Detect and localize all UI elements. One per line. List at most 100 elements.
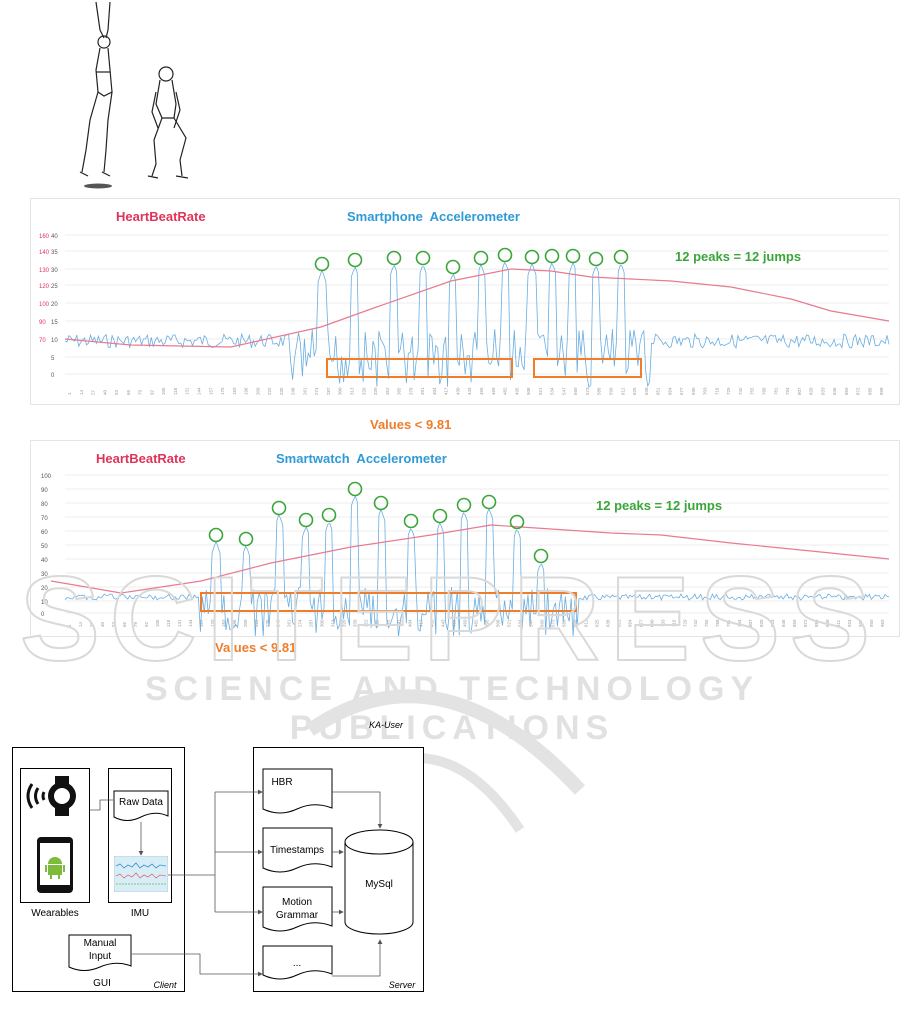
x-tick-label: 183	[232, 387, 237, 395]
x-tick-label: 222	[254, 619, 259, 627]
x-tick-label: 1	[67, 624, 72, 627]
x-tick-label: 66	[122, 621, 127, 627]
axis-tick-label: 90	[41, 488, 48, 494]
heartbeatrate-series	[64, 268, 890, 348]
x-tick-label: 534	[550, 387, 555, 395]
imu-signal-thumbnail	[114, 856, 168, 892]
x-tick-label: 794	[785, 387, 790, 395]
x-tick-label: 482	[474, 619, 479, 627]
peak-marker	[373, 495, 389, 511]
x-tick-label: 118	[173, 387, 178, 395]
low-value-box	[200, 592, 577, 612]
peak-marker	[481, 494, 497, 510]
x-tick-label: 118	[166, 619, 171, 627]
peak-marker	[386, 250, 402, 266]
x-tick-label: 781	[726, 619, 731, 627]
x-tick-label: 729	[726, 387, 731, 395]
x-tick-label: 209	[255, 387, 260, 395]
x-tick-label: 92	[144, 621, 149, 627]
diagram-title: KA-User	[368, 720, 403, 730]
x-tick-label: 924	[847, 619, 852, 627]
x-tick-label: 274	[298, 619, 303, 627]
axis-tick-label: 120	[39, 284, 50, 290]
hbr-label: HBR	[271, 777, 293, 788]
axis-tick-label: 30	[41, 572, 48, 578]
x-tick-label: 391	[420, 387, 425, 395]
x-tick-label: 378	[408, 387, 413, 395]
peak-marker	[456, 497, 472, 513]
watermark-sub-text: SCIENCE AND TECHNOLOGY PUBLICATIONS	[144, 670, 760, 747]
chart1-peaks-label: 12 peaks = 12 jumps	[675, 249, 802, 264]
x-tick-label: 443	[467, 387, 472, 395]
axis-tick-label: 90	[39, 320, 46, 326]
axis-tick-label: 40	[51, 234, 58, 240]
x-tick-label: 443	[441, 619, 446, 627]
x-tick-label: 768	[715, 619, 720, 627]
chart2-accel-label: Smartwatch Accelerometer	[276, 451, 447, 466]
ellipsis-label: ...	[292, 958, 302, 969]
x-tick-label: 235	[265, 619, 270, 627]
low-value-box	[326, 358, 513, 378]
x-tick-label: 144	[188, 619, 193, 627]
x-tick-label: 300	[320, 619, 325, 627]
axis-tick-label: 30	[51, 268, 58, 274]
x-tick-label: 599	[608, 387, 613, 395]
x-tick-label: 27	[91, 389, 96, 395]
x-tick-label: 859	[792, 619, 797, 627]
x-tick-label: 170	[210, 619, 215, 627]
x-tick-label: 573	[550, 619, 555, 627]
x-tick-label: 209	[243, 619, 248, 627]
x-tick-label: 573	[585, 387, 590, 395]
x-tick-label: 846	[781, 619, 786, 627]
axis-tick-label: 25	[51, 284, 58, 290]
axis-tick-label: 140	[39, 250, 50, 256]
x-tick-label: 898	[879, 387, 884, 395]
x-tick-label: 534	[517, 619, 522, 627]
peak-marker	[497, 247, 513, 263]
x-tick-label: 521	[538, 387, 543, 395]
axis-tick-label: 80	[41, 502, 48, 508]
x-tick-label: 339	[373, 387, 378, 395]
x-tick-label: 157	[199, 619, 204, 627]
manual-input-doc	[68, 934, 132, 971]
axis-tick-label: 160	[39, 234, 50, 240]
x-tick-label: 313	[331, 619, 336, 627]
x-tick-label: 1	[67, 392, 72, 395]
raw-data-label: Raw Data	[119, 797, 163, 808]
x-tick-label: 326	[342, 619, 347, 627]
x-tick-label: 196	[244, 387, 249, 395]
x-tick-label: 339	[353, 619, 358, 627]
peak-marker	[347, 252, 363, 268]
axis-tick-label: 0	[51, 373, 55, 379]
x-tick-label: 469	[491, 387, 496, 395]
x-tick-label: 781	[773, 387, 778, 395]
peak-marker	[544, 248, 560, 264]
x-tick-label: 261	[302, 387, 307, 395]
x-tick-label: 14	[78, 621, 83, 627]
axis-tick-label: 50	[41, 544, 48, 550]
x-tick-label: 417	[444, 387, 449, 395]
axis-tick-label: 60	[41, 530, 48, 536]
x-tick-label: 378	[386, 619, 391, 627]
x-tick-label: 79	[138, 389, 143, 395]
x-tick-label: 79	[133, 621, 138, 627]
x-tick-label: 885	[814, 619, 819, 627]
chart2-hbr-label: HeartBeatRate	[96, 451, 186, 466]
android-phone-icon	[37, 837, 73, 893]
timestamps-label: Timestamps	[269, 845, 325, 856]
x-tick-label: 638	[644, 387, 649, 395]
x-tick-label: 482	[503, 387, 508, 395]
x-tick-label: 495	[514, 387, 519, 395]
x-tick-label: 833	[770, 619, 775, 627]
x-tick-label: 846	[832, 387, 837, 395]
peak-marker	[588, 251, 604, 267]
manual-input-label-1: Manual	[83, 938, 117, 949]
peak-marker	[208, 527, 224, 543]
peak-marker	[432, 508, 448, 524]
peak-marker	[524, 249, 540, 265]
x-tick-label: 807	[797, 387, 802, 395]
x-tick-label: 365	[375, 619, 380, 627]
server-label: Server	[388, 980, 416, 990]
x-tick-label: 859	[844, 387, 849, 395]
x-tick-label: 248	[276, 619, 281, 627]
